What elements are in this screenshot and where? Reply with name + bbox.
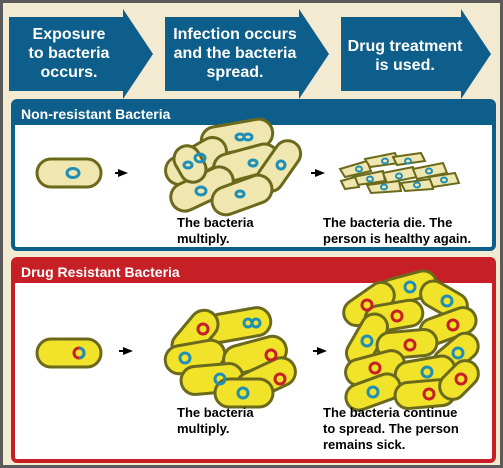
process-steps bbox=[9, 9, 491, 99]
nonresistant-panel-title: Non-resistant Bacteria bbox=[15, 103, 492, 125]
resistant-panel-title: Drug Resistant Bacteria bbox=[15, 261, 492, 283]
step-arrow-exposure bbox=[9, 9, 153, 99]
resistant-illustration bbox=[35, 269, 480, 412]
resistant-caption-outcome: The bacteria continue to spread. The per… bbox=[323, 405, 459, 452]
arrow-icon bbox=[123, 347, 133, 355]
step-label-infection: Infection occurs and the bacteria spread… bbox=[173, 26, 297, 81]
resistant-caption-multiply: The bacteria multiply. bbox=[177, 405, 254, 436]
step-label-treatment: Drug treatment is used. bbox=[347, 38, 463, 74]
step-label-exposure: Exposure to bacteria occurs. bbox=[28, 26, 110, 81]
dead-bacteria-fragments bbox=[338, 151, 461, 195]
step-arrow-infection bbox=[165, 9, 329, 99]
single-bacterium bbox=[35, 157, 103, 189]
step-arrow-treatment bbox=[341, 9, 491, 99]
resistant-panel: Drug Resistant Bacteria bbox=[11, 257, 496, 463]
spreading-resistant-bacteria bbox=[342, 269, 480, 412]
nonresistant-illustration bbox=[35, 117, 461, 217]
arrow-icon bbox=[317, 347, 327, 355]
nonresistant-caption-outcome: The bacteria die. The person is healthy … bbox=[323, 215, 472, 246]
resistant-bacteria-cluster bbox=[163, 306, 297, 409]
nonresistant-caption-multiply: The bacteria multiply. bbox=[177, 215, 254, 246]
arrow-icon bbox=[315, 169, 325, 177]
single-resistant-bacterium bbox=[35, 337, 103, 369]
nonresistant-panel: Non-resistant Bacteria bbox=[11, 99, 496, 251]
arrow-icon bbox=[118, 169, 128, 177]
